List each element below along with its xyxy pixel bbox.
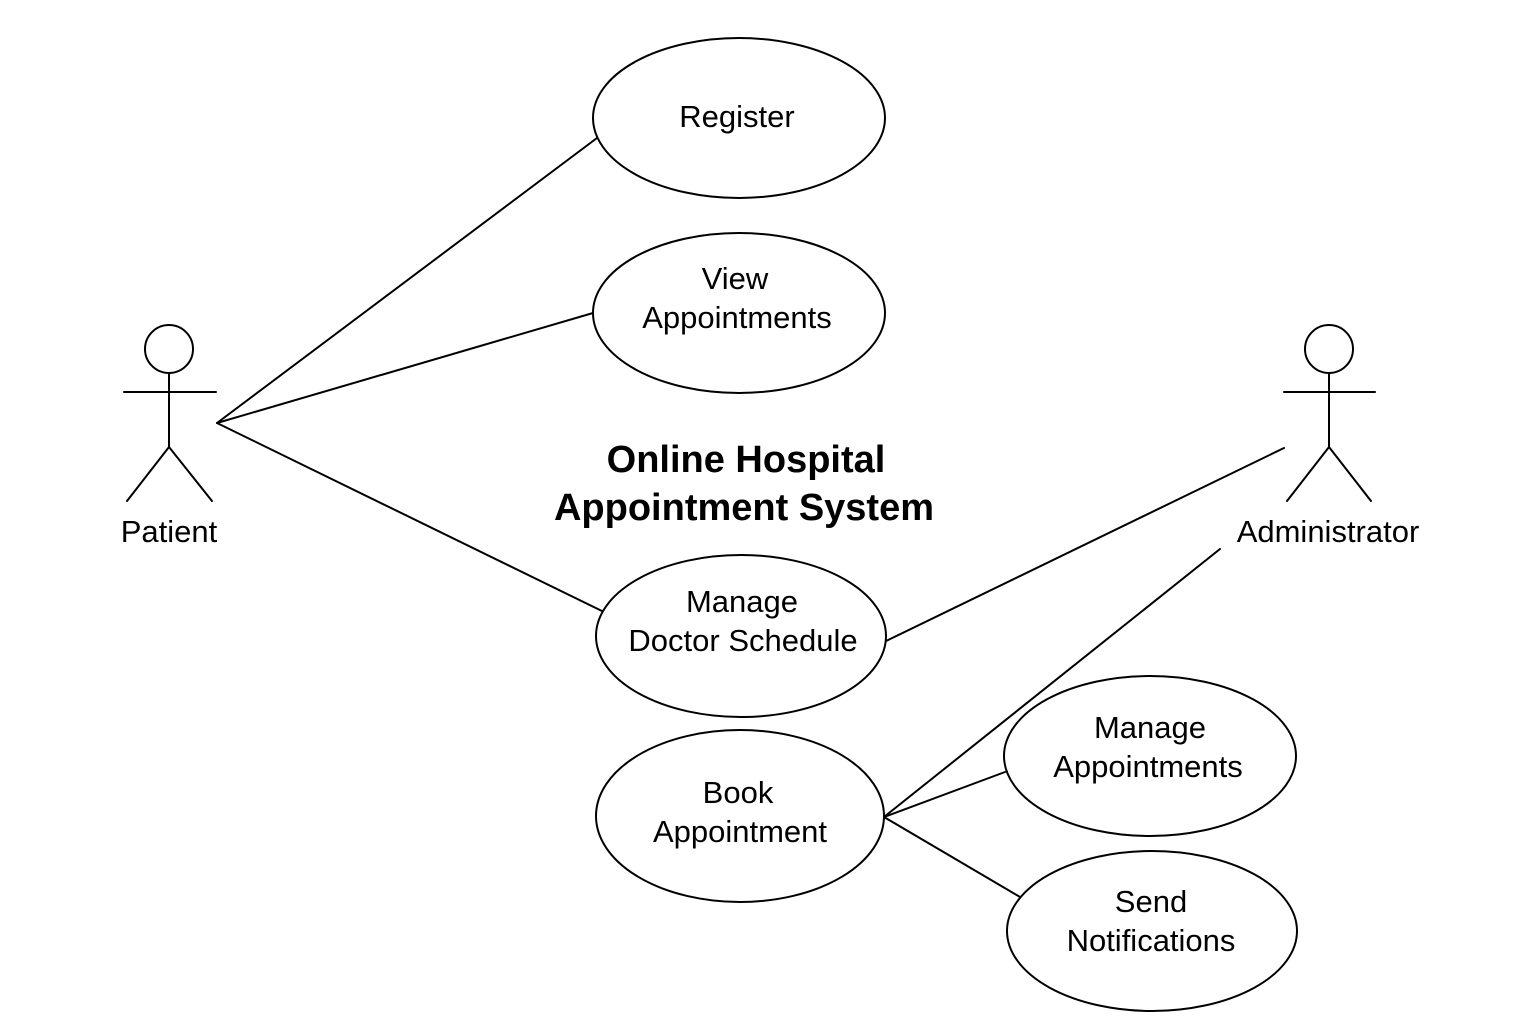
use-case-register-label: Register bbox=[679, 99, 794, 134]
use-case-register: Register bbox=[592, 37, 886, 199]
actor-administrator-label: Administrator bbox=[1237, 514, 1420, 549]
use-case-ellipse bbox=[592, 232, 886, 394]
use-case-send-notifications-line-1: Send bbox=[1115, 884, 1187, 919]
use-case-manage-appointments-line-1: Manage bbox=[1094, 710, 1206, 745]
actor-patient: Patient bbox=[121, 324, 218, 549]
title-line-1: Online Hospital bbox=[607, 439, 886, 481]
use-case-manage-doctor-schedule: Manage Doctor Schedule bbox=[595, 554, 887, 718]
use-case-ellipse bbox=[592, 37, 886, 199]
link-administrator-manage-doctor-schedule bbox=[883, 447, 1285, 643]
actor-administrator: Administrator bbox=[1237, 324, 1420, 549]
relationship-lines bbox=[216, 137, 1285, 898]
use-case-send-notifications-line-2: Notifications bbox=[1067, 923, 1236, 958]
link-patient-view-appointments bbox=[216, 312, 594, 424]
link-book-send-notifications bbox=[883, 816, 1021, 898]
link-book-manage-appointments bbox=[883, 771, 1006, 818]
link-administrator-book-appointment bbox=[883, 548, 1221, 818]
use-case-view-appointments: View Appointments bbox=[592, 232, 886, 394]
use-case-book-appointment: Book Appointment bbox=[595, 729, 885, 903]
actor-patient-label: Patient bbox=[121, 514, 218, 549]
use-case-book-appointment-line-2: Appointment bbox=[653, 814, 827, 849]
actor-right-leg bbox=[1328, 446, 1372, 502]
use-case-manage-doctor-schedule-line-1: Manage bbox=[686, 584, 798, 619]
link-patient-register bbox=[216, 137, 598, 424]
actor-head bbox=[144, 324, 194, 374]
actor-left-leg bbox=[1286, 446, 1330, 502]
use-case-ellipse bbox=[1006, 850, 1298, 1012]
use-case-ellipse bbox=[1003, 675, 1297, 837]
use-case-manage-appointments: Manage Appointments bbox=[1003, 675, 1297, 837]
actor-right-leg bbox=[168, 446, 213, 502]
use-case-ellipse bbox=[595, 554, 887, 718]
diagram-title: Online Hospital Appointment System bbox=[554, 439, 934, 529]
actor-head bbox=[1304, 324, 1354, 374]
actor-left-leg bbox=[126, 446, 170, 502]
use-case-manage-doctor-schedule-line-2: Doctor Schedule bbox=[628, 623, 857, 658]
link-patient-manage-doctor-schedule bbox=[216, 422, 605, 613]
use-case-manage-appointments-line-2: Appointments bbox=[1053, 749, 1243, 784]
use-case-send-notifications: Send Notifications bbox=[1006, 850, 1298, 1012]
use-case-book-appointment-line-1: Book bbox=[703, 775, 774, 810]
use-case-view-appointments-line-2: Appointments bbox=[642, 300, 832, 335]
use-case-view-appointments-line-1: View bbox=[702, 261, 769, 296]
use-case-ellipse bbox=[595, 729, 885, 903]
title-line-2: Appointment System bbox=[554, 487, 934, 529]
